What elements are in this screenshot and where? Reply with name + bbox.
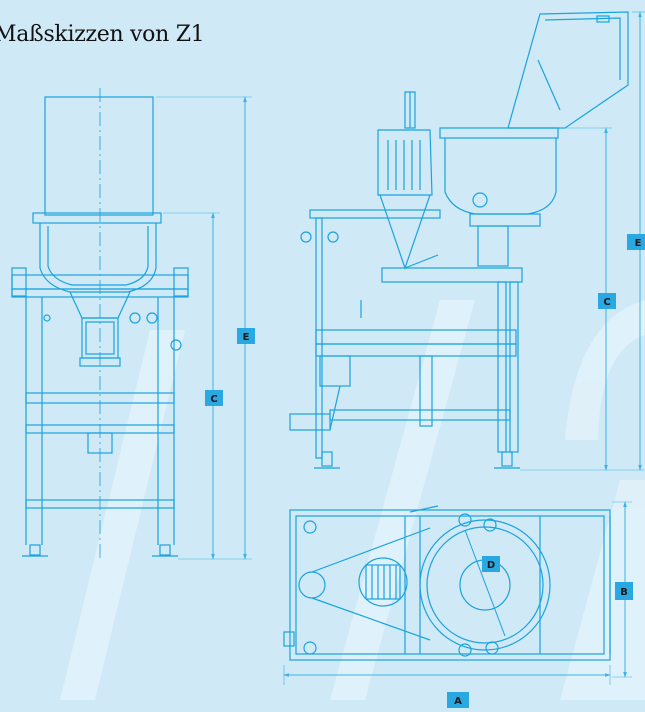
label-side-E: E [627,234,645,250]
top-view [283,505,611,661]
label-top-B: B [615,582,633,600]
label-side-C: C [598,293,616,309]
label-front-C: C [205,390,223,406]
label-top-A: A [447,692,469,708]
front-view [11,88,189,560]
svg-text:E: E [635,238,642,249]
label-top-D: D [482,556,500,572]
svg-text:B: B [620,587,628,598]
label-front-E: E [237,328,255,344]
svg-text:C: C [603,297,610,308]
svg-text:C: C [210,394,217,405]
svg-text:D: D [487,560,495,571]
svg-text:A: A [454,696,462,707]
page-title: Maßskizzen von Z1 [0,22,205,47]
svg-text:E: E [243,332,250,343]
side-view [289,11,629,469]
